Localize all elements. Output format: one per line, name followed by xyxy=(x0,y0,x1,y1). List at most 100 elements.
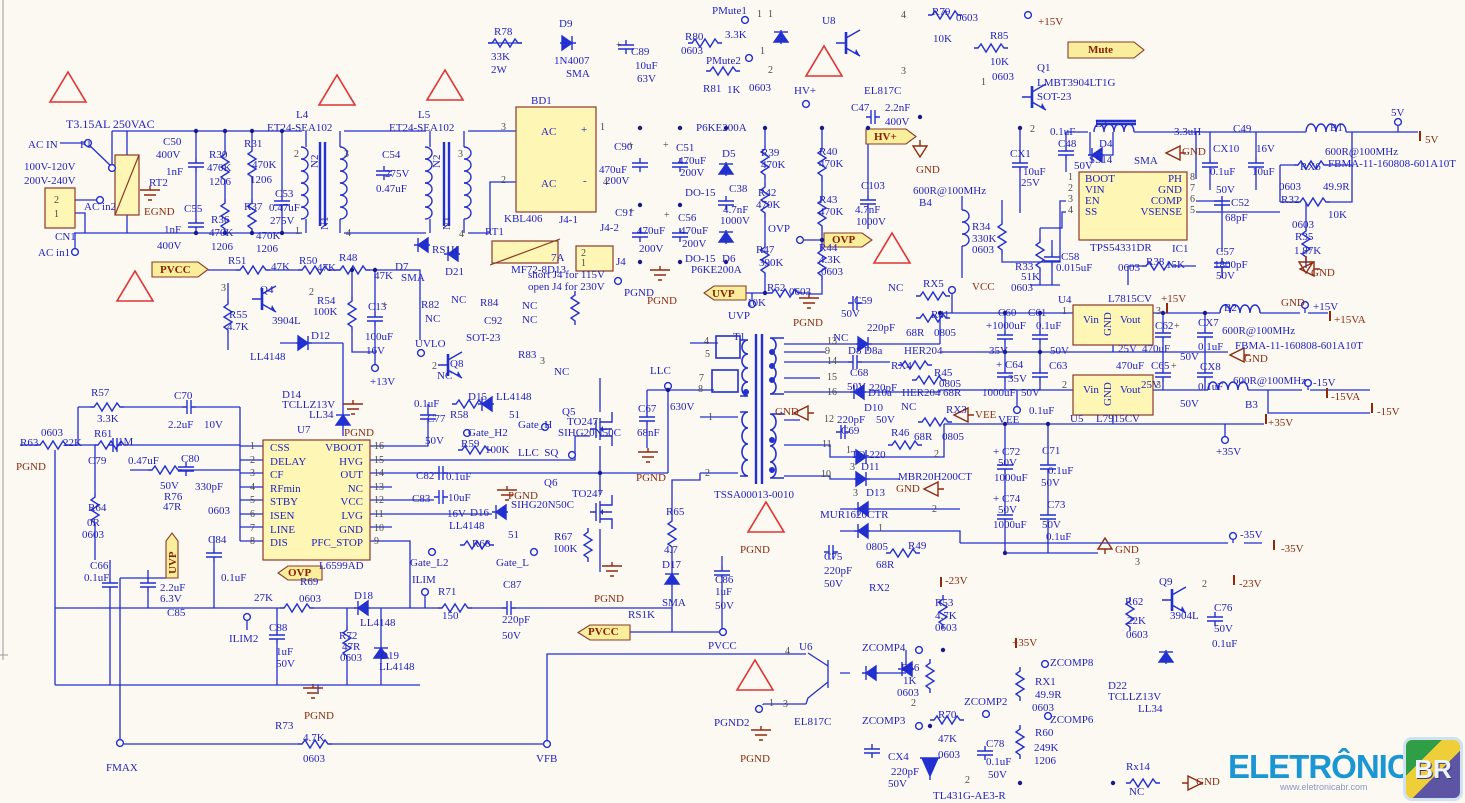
schematic-label: 1 xyxy=(708,412,713,423)
schematic-label: C65 xyxy=(1151,360,1170,372)
schematic-label: Vout xyxy=(1120,384,1141,396)
schematic-label: 15K xyxy=(1166,259,1185,271)
schematic-label: 0603 xyxy=(82,529,104,541)
schematic-label: C69 xyxy=(841,425,860,437)
schematic-label: -23V xyxy=(1239,578,1262,590)
schematic-label: 0603 xyxy=(1126,629,1148,641)
schematic-label: 400V xyxy=(885,116,910,128)
schematic-label: R31 xyxy=(244,138,263,150)
schematic-label: R70 xyxy=(938,709,957,721)
schematic-label: 0.1uF xyxy=(1029,405,1055,417)
schematic-label: 7A xyxy=(551,252,565,264)
schematic-label: LL4148 xyxy=(360,617,396,629)
schematic-label: 470K xyxy=(207,162,232,174)
schematic-label: C47 xyxy=(851,102,870,114)
schematic-label: 470uF xyxy=(599,164,628,176)
schematic-label: 50V xyxy=(502,630,521,642)
schematic-label: SIHG20N50C xyxy=(558,427,621,439)
schematic-label: R38 xyxy=(1146,256,1165,268)
schematic-label: TCLLZ13V xyxy=(282,399,336,411)
schematic-label: T3.15AL 250VAC xyxy=(66,117,155,131)
schematic-label: Gate_H xyxy=(518,419,553,431)
schematic-label: 22K xyxy=(1127,615,1146,627)
schematic-label: 0603 xyxy=(681,45,703,57)
schematic-label: LL4148 xyxy=(449,520,485,532)
schematic-label: 50V xyxy=(1041,477,1060,489)
schematic-label: Vin xyxy=(1083,314,1099,326)
schematic-label: 1000uF xyxy=(982,387,1016,399)
schematic-label: 0805 xyxy=(934,327,956,339)
schematic-label: open J4 for 230V xyxy=(528,281,605,293)
schematic-label: 9 xyxy=(374,536,379,548)
schematic-label: 50V xyxy=(160,480,179,492)
schematic-label: C73 xyxy=(1047,499,1066,511)
schematic-label: 3 xyxy=(1156,380,1161,391)
schematic-label: 50V xyxy=(276,658,295,670)
schematic-label: LLC xyxy=(650,365,671,377)
schematic-label: R63 xyxy=(20,437,39,449)
schematic-label: 470K xyxy=(819,158,844,170)
schematic-label: 470uF xyxy=(680,225,709,237)
schematic-label: TSSA00013-0010 xyxy=(714,489,795,501)
schematic-label: Rx14 xyxy=(1126,761,1150,773)
schematic-label: +15V xyxy=(1161,293,1187,305)
schematic-label: C48 xyxy=(1058,138,1077,150)
schematic-label: L6599AD xyxy=(319,560,364,572)
schematic-label: NC xyxy=(437,370,453,382)
schematic-label: EL817C xyxy=(864,85,902,97)
schematic-label: 22K xyxy=(63,437,82,449)
component-boxes xyxy=(44,106,1188,561)
schematic-label: Q1 xyxy=(1037,62,1051,74)
schematic-label: 200V xyxy=(682,238,707,250)
schematic-label: C89 xyxy=(631,46,650,58)
schematic-label: 6 xyxy=(250,509,255,520)
transformer-t1-windings xyxy=(711,335,784,479)
schematic-label: 50V xyxy=(998,504,1017,516)
schematic-label: 50V xyxy=(998,457,1017,469)
schematic-label: 2 xyxy=(934,449,939,460)
schematic-label: GND xyxy=(339,523,363,536)
schematic-label: L4 xyxy=(296,109,309,121)
schematic-label: C88 xyxy=(269,622,288,634)
schematic-label: 0805 xyxy=(939,378,961,390)
schematic-label: 5V xyxy=(1391,107,1405,119)
schematic-label: 10uF xyxy=(1252,166,1275,178)
schematic-label: J4 xyxy=(616,256,626,268)
schematic-label: 16V xyxy=(447,508,466,520)
schematic-label: 11 xyxy=(374,509,384,520)
schematic-label: 2 xyxy=(309,287,314,298)
schematic-label: R34 xyxy=(972,221,991,233)
schematic-label: 1000V xyxy=(720,215,750,227)
schematic-label: J4-1 xyxy=(559,214,578,226)
schematic-label: DIS xyxy=(270,537,288,550)
schematic-label: FBMA-11-160808-601A10T xyxy=(1328,158,1456,170)
schematic-label: VIN xyxy=(1085,184,1105,196)
schematic-label: N1 xyxy=(441,216,453,230)
schematic-label: VCC xyxy=(340,496,363,509)
ic-u4-l7815cv xyxy=(1072,304,1154,346)
schematic-label: 220pF xyxy=(824,565,853,577)
schematic-label: C62 xyxy=(1155,320,1174,332)
schematic-label: + C74 xyxy=(993,493,1021,505)
schematic-label: 3 xyxy=(783,699,788,710)
schematic-label: GND xyxy=(1244,353,1268,365)
schematic-label: 470uF xyxy=(637,225,666,237)
schematic-label: NC xyxy=(522,300,538,312)
schematic-label: 0603 xyxy=(1292,219,1314,231)
schematic-label: TO247 xyxy=(572,488,603,500)
schematic-label: 470K xyxy=(252,159,277,171)
schematic-label: 10 xyxy=(374,522,384,534)
schematic-label: 10K xyxy=(990,56,1009,68)
schematic-label: 1206 xyxy=(209,176,231,188)
flag-pvcc-1-label: PVCC xyxy=(160,264,191,276)
schematic-label: 4.7 xyxy=(664,544,678,556)
schematic-label: 200V xyxy=(680,167,705,179)
schematic-label: OUT xyxy=(340,469,363,482)
schematic-label: D14 xyxy=(282,389,301,401)
schematic-label: 10K xyxy=(747,297,766,309)
schematic-label: + xyxy=(663,140,669,151)
schematic-label: PGND xyxy=(636,472,666,484)
brand-url: www.eletronicabr.com xyxy=(1280,782,1368,792)
schematic-label: RX2 xyxy=(869,582,890,594)
schematic-label: PH xyxy=(1167,173,1182,185)
